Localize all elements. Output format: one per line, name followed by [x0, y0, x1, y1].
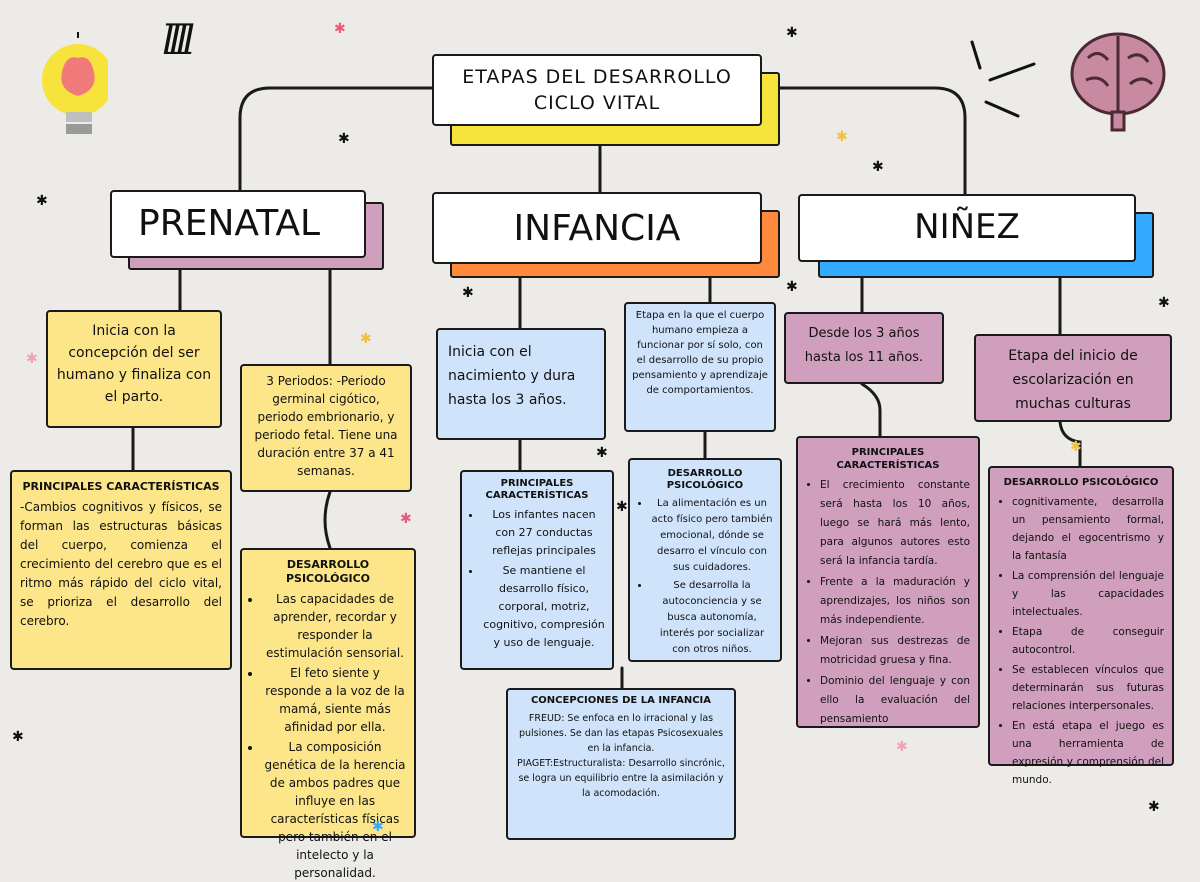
star-icon: ✱ [36, 193, 48, 209]
list-item: cognitivamente, desarrolla un pensamient… [1012, 493, 1164, 565]
star-icon: ✱ [596, 445, 608, 461]
title-line1: ETAPAS DEL DESARROLLO [462, 66, 732, 88]
main-title: ETAPAS DEL DESARROLLO CICLO VITAL [432, 54, 762, 126]
ninez-etapa: Etapa del inicio de escolarización en mu… [974, 334, 1172, 422]
prenatal-caracteristicas: PRINCIPALES CARACTERÍSTICAS -Cambios cog… [10, 470, 232, 670]
star-icon: ✱ [462, 285, 474, 301]
brain-icon [1070, 32, 1166, 132]
star-icon: ✱ [360, 331, 372, 347]
stage-infancia: INFANCIA [432, 192, 762, 264]
star-icon: ✱ [872, 159, 884, 175]
infancia-concepciones-header: CONCEPCIONES DE LA INFANCIA [530, 695, 712, 706]
star-icon: ✱ [616, 499, 628, 515]
doodle-scribble: llll [162, 18, 195, 64]
list-item: Frente a la maduración y aprendizajes, l… [820, 573, 970, 630]
ninez-desarrollo: DESARROLLO PSICOLÓGICO cognitivamente, d… [988, 466, 1174, 786]
ninez-intro: Desde los 3 años hasta los 11 años. [784, 312, 944, 384]
infancia-caracteristicas-header: PRINCIPALES CARACTERÍSTICAS [485, 478, 589, 501]
connector-lines [131, 86, 1082, 690]
prenatal-caracteristicas-text: -Cambios cognitivos y físicos, se forman… [20, 500, 222, 628]
star-icon: ✱ [836, 129, 848, 145]
star-icon: ✱ [334, 21, 346, 37]
sparkle-lines [970, 40, 1036, 118]
infancia-etapa: Etapa en la que el cuerpo humano empieza… [624, 302, 776, 432]
star-icon: ✱ [786, 25, 798, 41]
list-item: Se mantiene el desarrollo físico, corpor… [482, 562, 606, 652]
star-icon: ✱ [1158, 295, 1170, 311]
list-item: Los infantes nacen con 27 conductas refl… [482, 506, 606, 560]
title-line2: CICLO VITAL [533, 92, 661, 114]
list-item: Etapa de conseguir autocontrol. [1012, 623, 1164, 659]
infancia-caracteristicas: PRINCIPALES CARACTERÍSTICAS Los infantes… [460, 470, 614, 670]
star-icon: ✱ [372, 819, 384, 835]
list-item: Se establecen vínculos que determinarán … [1012, 661, 1164, 715]
prenatal-desarrollo-header: DESARROLLO PSICOLÓGICO [285, 558, 370, 585]
star-icon: ✱ [1148, 799, 1160, 815]
list-item: El crecimiento constante será hasta los … [820, 476, 970, 571]
infancia-intro: Inicia con el nacimiento y dura hasta lo… [436, 328, 606, 440]
star-icon: ✱ [400, 511, 412, 527]
prenatal-intro: Inicia con la concepción del ser humano … [46, 310, 222, 428]
list-item: El feto siente y responde a la voz de la… [262, 664, 408, 736]
infancia-concepciones: CONCEPCIONES DE LA INFANCIA FREUD: Se en… [506, 688, 736, 840]
prenatal-periodos: 3 Periodos: -Periodo germinal cigótico, … [240, 364, 412, 492]
list-item: En está etapa el juego es una herramient… [1012, 717, 1164, 789]
star-icon: ✱ [12, 729, 24, 745]
list-item: Mejoran sus destrezas de motricidad grue… [820, 632, 970, 670]
ninez-caracteristicas-header: PRINCIPALES CARACTERÍSTICAS [836, 447, 940, 471]
star-icon: ✱ [786, 279, 798, 295]
prenatal-desarrollo: DESARROLLO PSICOLÓGICO Las capacidades d… [240, 548, 416, 880]
stage-prenatal: PRENATAL [110, 190, 366, 258]
list-item: Las capacidades de aprender, recordar y … [262, 590, 408, 662]
concepcion-freud: FREUD: Se enfoca en lo irracional y las … [518, 713, 724, 754]
star-icon: ✱ [26, 351, 38, 367]
ninez-caracteristicas: PRINCIPALES CARACTERÍSTICAS El crecimien… [796, 436, 980, 728]
star-icon: ✱ [338, 131, 350, 147]
infancia-desarrollo: DESARROLLO PSICOLÓGICO La alimentación e… [628, 458, 782, 662]
list-item: La composición genética de la herencia d… [262, 738, 408, 882]
star-icon: ✱ [896, 739, 908, 755]
stage-ninez: NIÑEZ [798, 194, 1136, 262]
list-item: La alimentación es un acto físico pero t… [650, 496, 774, 576]
list-item: La comprensión del lenguaje y las capaci… [1012, 567, 1164, 621]
infancia-desarrollo-header: DESARROLLO PSICOLÓGICO [666, 468, 744, 491]
list-item: Dominio del lenguaje y con ello la evalu… [820, 672, 970, 729]
concepcion-piaget: PIAGET:Estructuralista: Desarrollo sincr… [516, 758, 726, 799]
lightbulb-icon [42, 32, 108, 134]
list-item: Se desarrolla la autoconciencia y se bus… [650, 578, 774, 658]
ninez-desarrollo-header: DESARROLLO PSICOLÓGICO [1003, 477, 1159, 488]
star-icon: ✱ [1070, 439, 1082, 455]
prenatal-caracteristicas-header: PRINCIPALES CARACTERÍSTICAS [22, 480, 220, 493]
